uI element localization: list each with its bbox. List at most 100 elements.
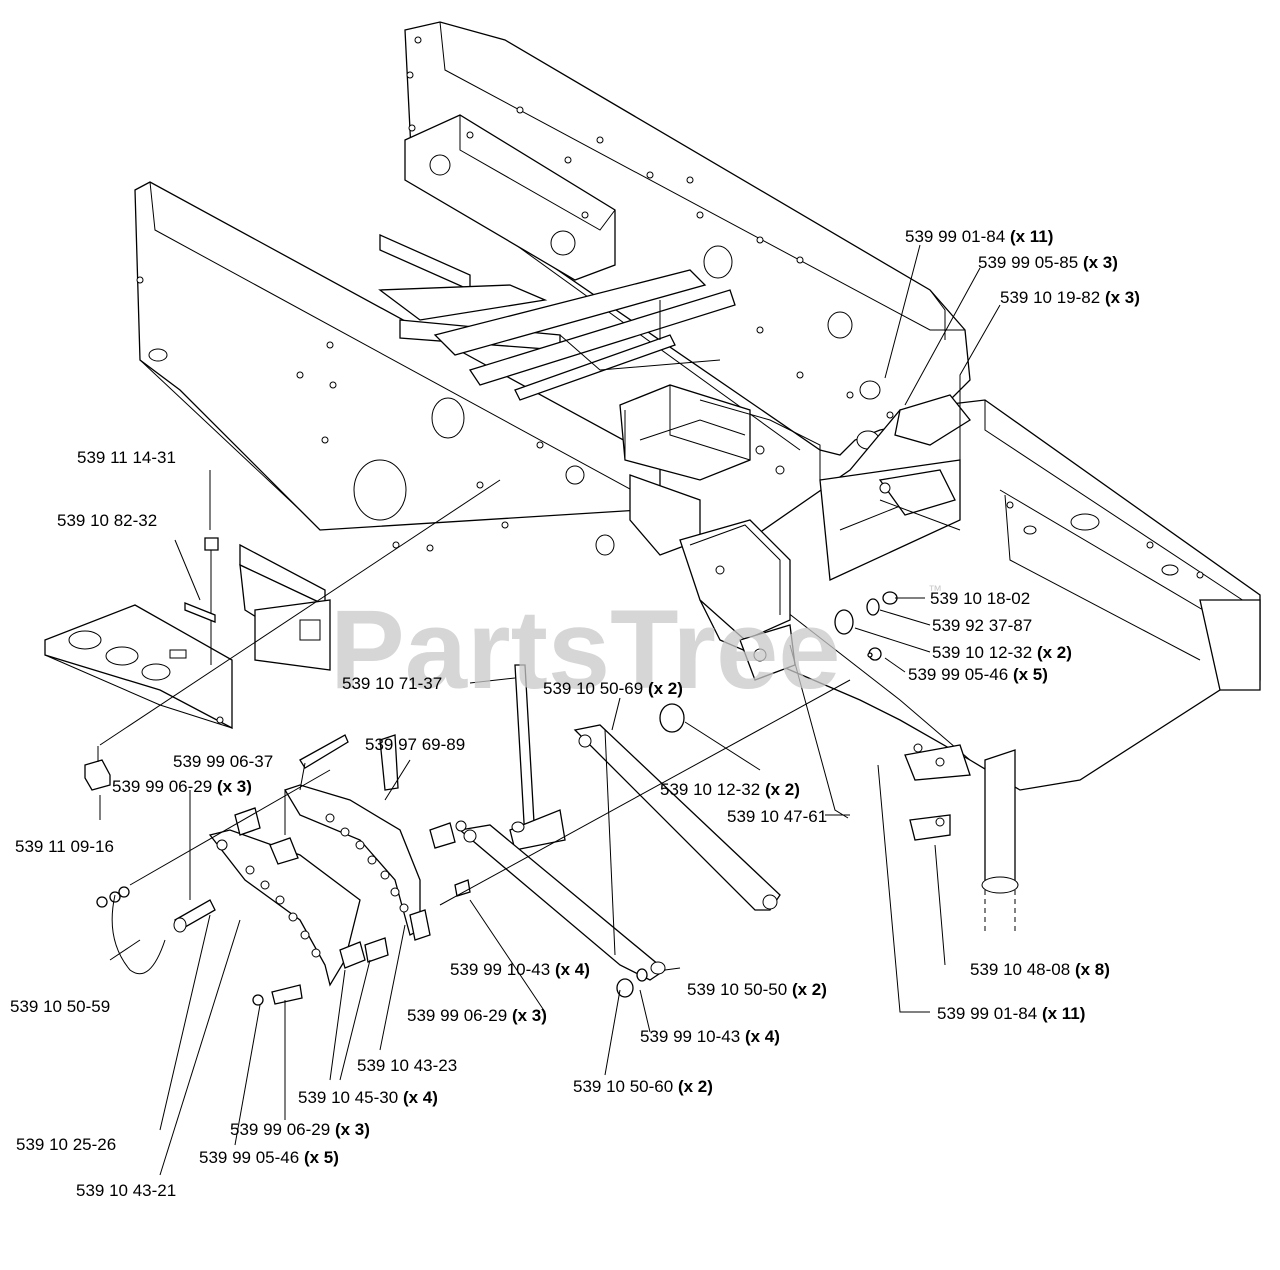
pins-hardware bbox=[96, 734, 471, 1006]
callout-c8-part: 539 10 12-32 bbox=[932, 643, 1032, 662]
callout-c27: 539 10 45-30 (x 4) bbox=[298, 1088, 438, 1107]
pivot-bracket bbox=[679, 519, 796, 681]
callout-c22-part: 539 99 01-84 bbox=[937, 1004, 1037, 1023]
watermark-trademark: ™ bbox=[928, 582, 942, 598]
callout-c14-qty: (x 3) bbox=[217, 777, 252, 796]
console-cover bbox=[44, 604, 233, 730]
callout-labels: 539 99 01-84 (x 11) 539 99 05-85 (x 3) 5… bbox=[10, 227, 1140, 1200]
callout-c1: 539 99 01-84 (x 11) bbox=[905, 227, 1053, 246]
height-selector-plate bbox=[208, 784, 431, 987]
watermark-text: PartsTree bbox=[330, 587, 841, 712]
callout-c5-part: 539 10 82-32 bbox=[57, 511, 157, 530]
callout-c2-part: 539 99 05-85 bbox=[978, 253, 1078, 272]
callout-c23-part: 539 99 06-29 bbox=[407, 1006, 507, 1025]
callout-c31-part: 539 10 43-21 bbox=[76, 1181, 176, 1200]
callout-c29: 539 99 06-29 (x 3) bbox=[230, 1120, 370, 1139]
callout-c11-qty: (x 2) bbox=[648, 679, 683, 698]
callout-c3-qty: (x 3) bbox=[1105, 288, 1140, 307]
callout-c3-part: 539 10 19-82 bbox=[1000, 288, 1100, 307]
callout-c29-qty: (x 3) bbox=[335, 1120, 370, 1139]
rear-tube bbox=[904, 743, 1019, 935]
callout-c14-part: 539 99 06-29 bbox=[112, 777, 212, 796]
callout-c4-part: 539 11 14-31 bbox=[77, 448, 176, 467]
callout-c25: 539 10 43-23 bbox=[357, 1056, 457, 1075]
callout-c20-part: 539 10 50-50 bbox=[687, 980, 787, 999]
callout-c24: 539 99 10-43 (x 4) bbox=[640, 1027, 780, 1046]
callout-c17-part: 539 11 09-16 bbox=[15, 837, 114, 856]
callout-c29-part: 539 99 06-29 bbox=[230, 1120, 330, 1139]
callout-c27-qty: (x 4) bbox=[403, 1088, 438, 1107]
lift-rod bbox=[509, 664, 566, 851]
callout-c8: 539 10 12-32 (x 2) bbox=[932, 643, 1072, 662]
callout-c26-qty: (x 2) bbox=[678, 1077, 713, 1096]
left-frame-rail bbox=[134, 181, 661, 556]
callout-c6-part: 539 10 18-02 bbox=[930, 589, 1030, 608]
cross-members bbox=[378, 233, 736, 401]
callout-c15-qty: (x 2) bbox=[765, 780, 800, 799]
watermark: PartsTree ™ bbox=[330, 582, 942, 712]
callout-c25-part: 539 10 43-23 bbox=[357, 1056, 457, 1075]
callout-c9: 539 99 05-46 (x 5) bbox=[908, 665, 1048, 684]
callout-c21-part: 539 10 50-59 bbox=[10, 997, 110, 1016]
center-bracket bbox=[619, 384, 821, 556]
callout-c14: 539 99 06-29 (x 3) bbox=[112, 777, 252, 796]
callout-c19: 539 99 10-43 (x 4) bbox=[450, 960, 590, 979]
callout-c11: 539 10 50-69 (x 2) bbox=[543, 679, 683, 698]
leader-lines bbox=[99, 244, 1001, 1176]
mount-brackets bbox=[878, 394, 971, 531]
lift-arm bbox=[429, 703, 781, 998]
callout-c24-part: 539 99 10-43 bbox=[640, 1027, 740, 1046]
callout-c16-part: 539 10 47-61 bbox=[727, 807, 827, 826]
callout-c23-qty: (x 3) bbox=[512, 1006, 547, 1025]
callout-c31: 539 10 43-21 bbox=[76, 1181, 176, 1200]
callout-c3: 539 10 19-82 (x 3) bbox=[1000, 288, 1140, 307]
callout-c2-qty: (x 3) bbox=[1083, 253, 1118, 272]
callout-c18: 539 10 48-08 (x 8) bbox=[970, 960, 1110, 979]
callout-c4: 539 11 14-31 bbox=[77, 448, 176, 467]
callout-c7-part: 539 92 37-87 bbox=[932, 616, 1032, 635]
callout-c24-qty: (x 4) bbox=[745, 1027, 780, 1046]
callout-c21: 539 10 50-59 bbox=[10, 997, 110, 1016]
callout-c20: 539 10 50-50 (x 2) bbox=[687, 980, 827, 999]
callout-c10: 539 10 71-37 bbox=[342, 674, 442, 693]
front-bracket bbox=[239, 543, 331, 671]
callout-c8-qty: (x 2) bbox=[1037, 643, 1072, 662]
callout-c30-qty: (x 5) bbox=[304, 1148, 339, 1167]
callout-c1-qty: (x 11) bbox=[1010, 227, 1053, 246]
callout-c7: 539 92 37-87 bbox=[932, 616, 1032, 635]
callout-c15-part: 539 10 12-32 bbox=[660, 780, 760, 799]
seat-support bbox=[404, 114, 616, 281]
callout-c18-part: 539 10 48-08 bbox=[970, 960, 1070, 979]
callout-c26: 539 10 50-60 (x 2) bbox=[573, 1077, 713, 1096]
callout-c1-part: 539 99 01-84 bbox=[905, 227, 1005, 246]
callout-c5: 539 10 82-32 bbox=[57, 511, 157, 530]
callout-c22-qty: (x 11) bbox=[1042, 1004, 1085, 1023]
callout-c10-part: 539 10 71-37 bbox=[342, 674, 442, 693]
callout-c26-part: 539 10 50-60 bbox=[573, 1077, 673, 1096]
callout-c19-part: 539 99 10-43 bbox=[450, 960, 550, 979]
callout-c18-qty: (x 8) bbox=[1075, 960, 1110, 979]
callout-c2: 539 99 05-85 (x 3) bbox=[978, 253, 1118, 272]
right-frame-rail bbox=[404, 21, 971, 456]
callout-c30: 539 99 05-46 (x 5) bbox=[199, 1148, 339, 1167]
callout-c28-part: 539 10 25-26 bbox=[16, 1135, 116, 1154]
callout-c16: 539 10 47-61 bbox=[727, 807, 827, 826]
callout-c9-part: 539 99 05-46 bbox=[908, 665, 1008, 684]
callout-c20-qty: (x 2) bbox=[792, 980, 827, 999]
callout-c27-part: 539 10 45-30 bbox=[298, 1088, 398, 1107]
callout-c30-part: 539 99 05-46 bbox=[199, 1148, 299, 1167]
callout-c28: 539 10 25-26 bbox=[16, 1135, 116, 1154]
callout-c23: 539 99 06-29 (x 3) bbox=[407, 1006, 547, 1025]
callout-c9-qty: (x 5) bbox=[1013, 665, 1048, 684]
callout-c15: 539 10 12-32 (x 2) bbox=[660, 780, 800, 799]
callout-c13-part: 539 99 06-37 bbox=[173, 752, 273, 771]
callout-c13: 539 99 06-37 bbox=[173, 752, 273, 771]
small-parts-left bbox=[84, 537, 219, 791]
callout-c19-qty: (x 4) bbox=[555, 960, 590, 979]
callout-c17: 539 11 09-16 bbox=[15, 837, 114, 856]
callout-c6: 539 10 18-02 bbox=[930, 589, 1030, 608]
callout-c22: 539 99 01-84 (x 11) bbox=[937, 1004, 1085, 1023]
callout-c12: 539 97 69-89 bbox=[365, 735, 465, 754]
callout-c12-part: 539 97 69-89 bbox=[365, 735, 465, 754]
